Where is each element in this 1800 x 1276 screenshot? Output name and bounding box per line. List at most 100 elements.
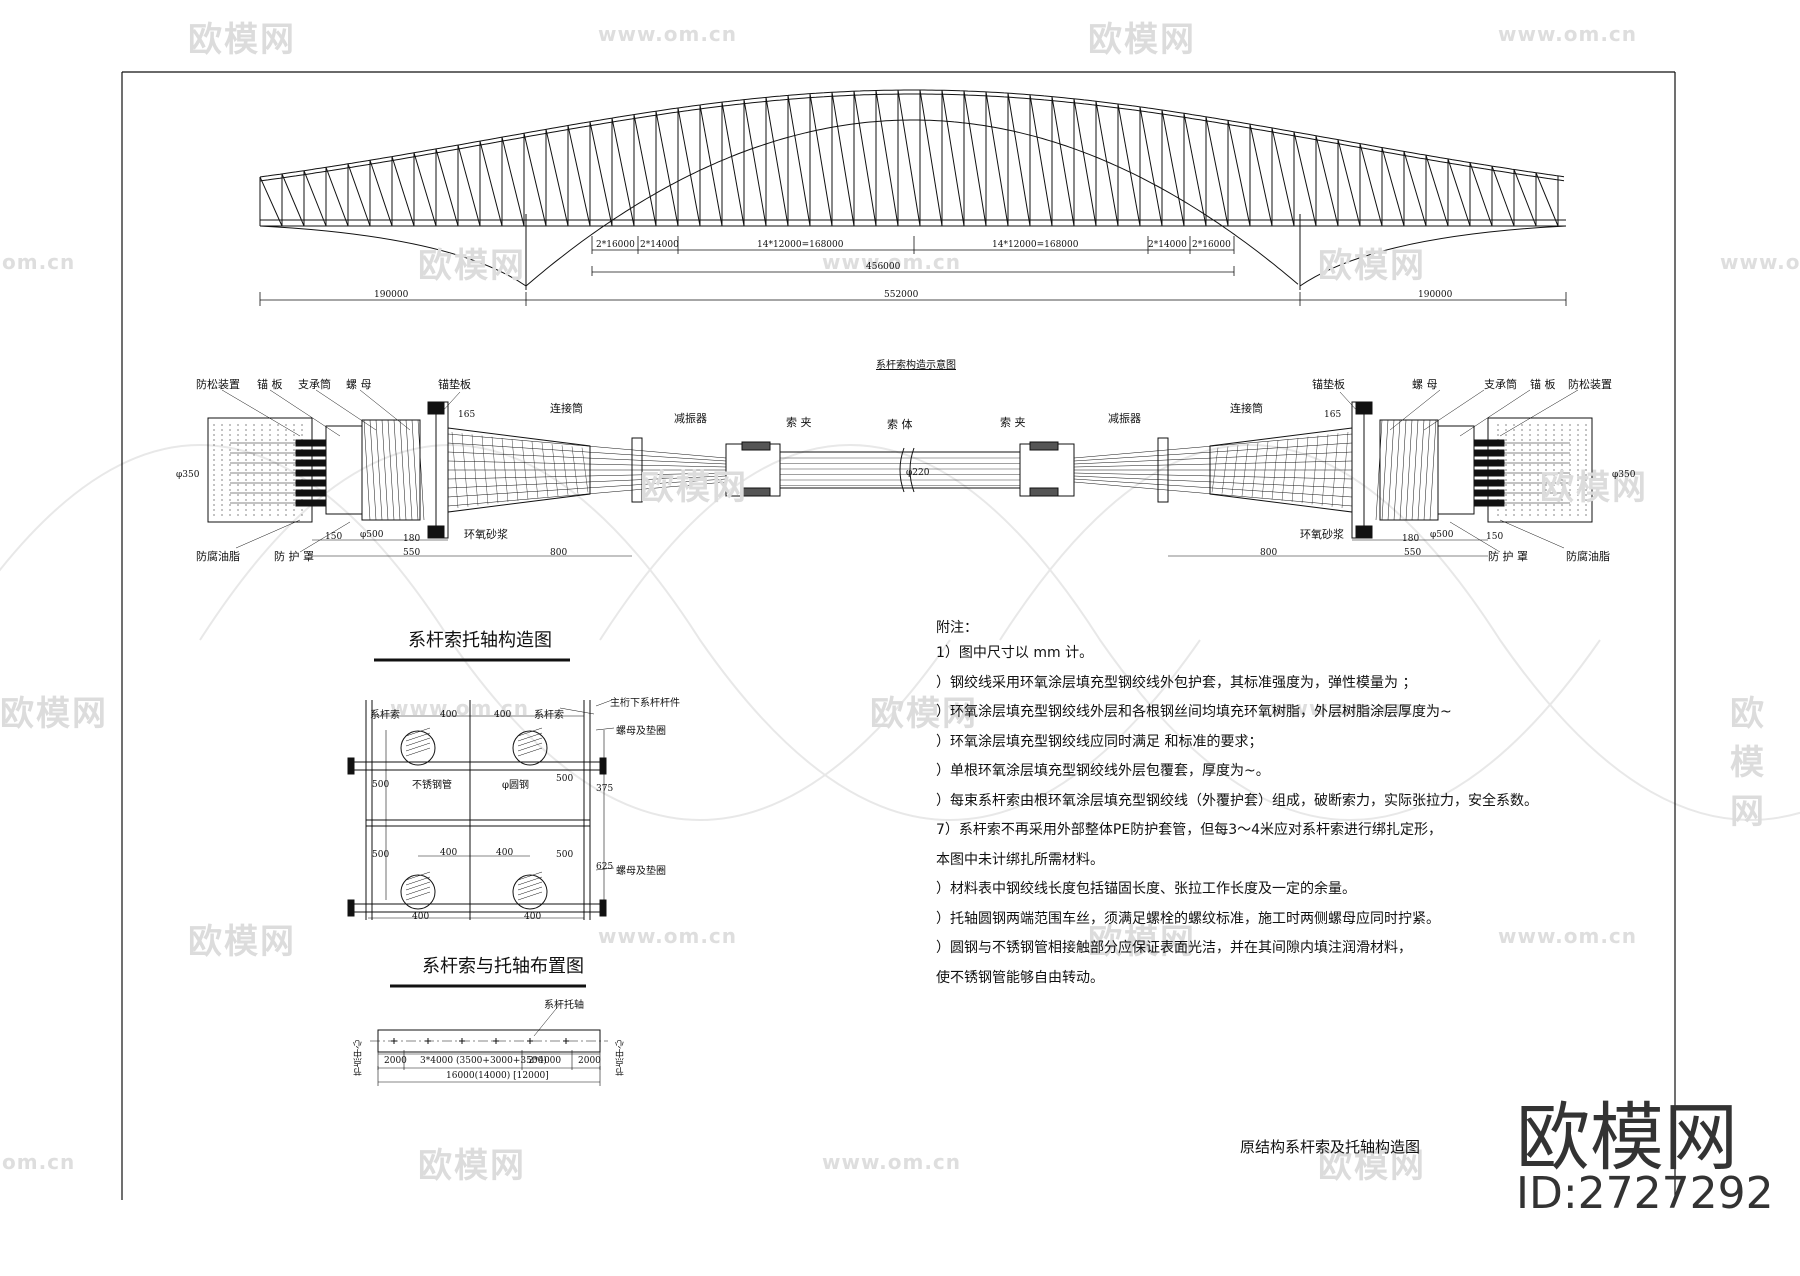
axle-dim: 500 [372, 850, 390, 860]
leader [235, 519, 301, 549]
cable-label: 锚 板 [257, 378, 283, 391]
truss-diagonal [655, 111, 679, 227]
axle-dim: 400 [494, 710, 512, 720]
layout-dim: 2*4000 [528, 1056, 562, 1066]
axle-label: 系杆索 [534, 710, 564, 721]
axle-label: 不锈钢管 [412, 780, 452, 791]
hatch [517, 891, 543, 901]
watermark-url: www.om.cn [598, 924, 738, 948]
truss-diagonal [589, 121, 613, 227]
dim-label: 190000 [1418, 290, 1453, 300]
watermark-url: www.om.cn [1720, 250, 1800, 274]
watermark-url: www.om.cn [822, 1150, 962, 1174]
cable-dim: 550 [1404, 548, 1422, 558]
watermark-url: www.om.cn [822, 250, 962, 274]
watermark-logo: 欧模网 [188, 20, 296, 60]
hatch [1399, 419, 1407, 521]
anchor-bolt [295, 499, 327, 507]
anchor-bolt [1473, 469, 1505, 477]
leader [439, 391, 461, 415]
cable-dim: 800 [550, 548, 568, 558]
truss-diagonal [1249, 124, 1273, 227]
truss-diagonal [1381, 147, 1405, 227]
axle-dim: 500 [372, 780, 390, 790]
truss-diagonal [611, 117, 635, 227]
hatch [405, 737, 431, 747]
axle-layout-detail [370, 984, 608, 1086]
truss-diagonal [1513, 169, 1537, 227]
strand [1073, 478, 1353, 498]
truss-diagonal [633, 114, 657, 227]
watermark-logo: 欧模网 [0, 694, 108, 734]
truss-diagonal [1469, 162, 1493, 227]
cable-section [400, 730, 436, 766]
hatch [1393, 419, 1401, 521]
dim-label: 2*14000 [640, 240, 679, 250]
watermark-url: om.cn [2, 1150, 76, 1174]
hatch [1381, 419, 1389, 521]
truss-diagonal [523, 133, 547, 227]
anchor-bolt [1473, 479, 1505, 487]
truss-diagonal [1447, 158, 1471, 227]
bearing-plate [1351, 401, 1365, 539]
cable-section [512, 874, 548, 910]
truss-diagonal [1403, 151, 1427, 227]
truss-diagonal [1227, 120, 1251, 227]
strand [447, 475, 727, 489]
hatch [1405, 419, 1413, 521]
truss-diagonal [875, 90, 899, 227]
cable-label: 连接筒 [1230, 402, 1263, 415]
anchor-bolt [295, 439, 327, 447]
layout-side-label: 节点中心 [354, 1040, 364, 1076]
anchor-bolt [295, 489, 327, 497]
anchor-bolt [295, 459, 327, 467]
truss-diagonal [281, 173, 305, 227]
truss-diagonal [545, 129, 569, 227]
truss-diagonal [1029, 94, 1053, 227]
anchor-bolt [1473, 459, 1505, 467]
hatch [517, 737, 543, 747]
cable-label: 螺 母 [1412, 378, 1438, 391]
cable-label: 防 护 罩 [1488, 550, 1528, 563]
cable-label: 减振器 [674, 412, 707, 425]
truss-diagonal [831, 92, 855, 227]
anchor-bolt [1473, 499, 1505, 507]
cable-label: 支承筒 [298, 378, 331, 391]
axle-label: 螺母及垫圈 [616, 726, 666, 737]
sheet-frame [121, 71, 1676, 1200]
cable-label: 防松装置 [196, 378, 240, 391]
hatch [1375, 419, 1383, 521]
leader [595, 867, 615, 871]
watermark-logo: 欧模网 [1318, 246, 1426, 286]
leader [1459, 389, 1531, 437]
strand [447, 472, 727, 480]
axle-dim: 625 [596, 862, 614, 872]
hatch [1417, 419, 1425, 521]
axle-dim: 400 [440, 710, 458, 720]
strand [1073, 475, 1353, 489]
note-line: ）圆钢与不锈钢管相接触部分应保证表面光洁，并在其间隙内填注润滑材料， [936, 940, 1412, 956]
axle-label: φ圆钢 [502, 780, 530, 791]
watermark-logo: 欧模网 [640, 468, 748, 508]
hatch [517, 876, 543, 886]
note-line: 本图中未计绑扎所需材料。 [936, 851, 1104, 868]
truss-diagonal [1161, 109, 1185, 227]
leader [1499, 519, 1565, 549]
truss-diagonal [1051, 96, 1075, 227]
support-tube [1379, 419, 1439, 521]
cable-label: 防松装置 [1568, 378, 1612, 391]
truss-top-chord [259, 93, 1565, 182]
hatch [1429, 419, 1437, 521]
watermark-logo: 欧模网 [1730, 694, 1766, 832]
anchor-bolt [295, 449, 327, 457]
truss-diagonal [435, 148, 459, 227]
note-line: ）环氧涂层填充型钢绞线外层和各根钢丝间均填充环氧树脂，外层树脂涂层厚度为~ [936, 704, 1452, 720]
truss-diagonal [325, 167, 349, 227]
bearing-plate [435, 401, 449, 539]
cable-dim: 150 [1486, 532, 1504, 542]
connecting-tube [1209, 427, 1353, 513]
cable-label: 索 夹 [786, 416, 812, 429]
truss-diagonal [1535, 172, 1559, 227]
